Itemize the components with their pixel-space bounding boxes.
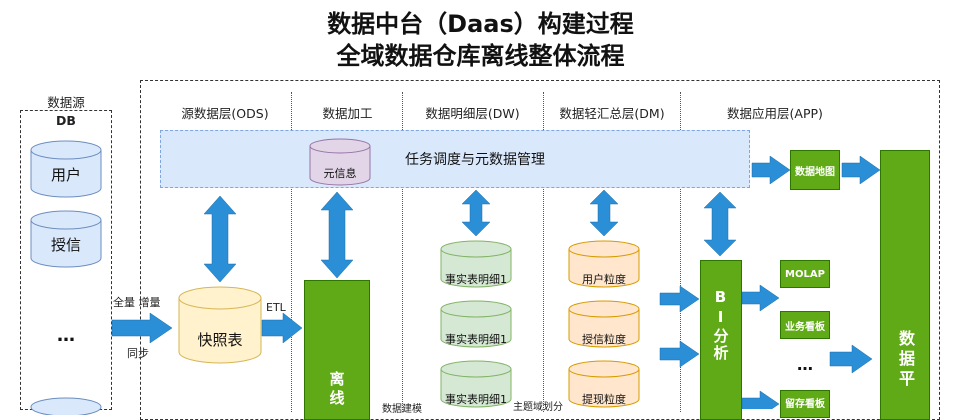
dw-item-label: 事实表明细1 (445, 273, 507, 286)
app-ellipsis: … (797, 355, 813, 374)
arrow-right-icon (841, 155, 881, 185)
molap-label: MOLAP (785, 268, 825, 280)
snapshot-cylinder: 快照表 (178, 286, 262, 364)
double-arrow-vertical-icon (461, 189, 491, 237)
diagram-title: 数据中台（Daas）构建过程 (327, 10, 634, 38)
dw-cylinder-shape (440, 360, 512, 408)
arrow-right-icon (659, 340, 700, 368)
source-db-label: DB (56, 113, 76, 128)
db-users-label: 用户 (50, 166, 81, 184)
layer-heading-dw: 数据明细层(DW) (425, 106, 520, 121)
arrow-right-icon (261, 312, 303, 344)
arrow-right-icon (741, 390, 780, 409)
diagram-subtitle: 全域数据仓库离线整体流程 (336, 42, 625, 70)
dw-item-label: 事实表明细1 (445, 333, 507, 346)
layer-heading-ods: 源数据层(ODS) (181, 106, 269, 121)
double-arrow-vertical-icon (203, 195, 237, 283)
double-arrow-vertical-icon (320, 191, 354, 279)
sync-type-label: 全量 增量 (113, 296, 161, 309)
db-cylinder-shape (30, 210, 102, 268)
meta-info-cylinder: 元信息 (309, 138, 371, 186)
snapshot-cylinder-shape (178, 286, 262, 364)
dm-item-label: 用户粒度 (582, 273, 626, 286)
dm-cylinder-3: 提现粒度 (568, 360, 640, 408)
bi-analysis-label: BI分析 (711, 288, 730, 362)
layer-heading-processing: 数据加工 (322, 106, 373, 121)
retention-dashboard-label: 留存看板 (785, 399, 825, 410)
subject-domain-label: 主题域划分 (513, 402, 563, 413)
arrow-right-icon (751, 155, 791, 185)
dw-cylinder-1: 事实表明细1 (440, 240, 512, 288)
data-platform-box: 数据平 (880, 150, 930, 420)
layer-divider (291, 92, 292, 412)
db-cylinder-shape (30, 140, 102, 198)
dm-item-label: 授信粒度 (582, 333, 626, 346)
db-ellipsis: … (57, 325, 75, 346)
db-credit-label: 授信 (50, 236, 81, 254)
layer-heading-dm: 数据轻汇总层(DM) (559, 106, 665, 121)
scheduling-metadata-band: 任务调度与元数据管理 (160, 130, 750, 188)
dm-cylinder-shape (568, 300, 640, 348)
scheduling-metadata-label: 任务调度与元数据管理 (405, 152, 545, 168)
double-arrow-vertical-icon (703, 191, 737, 257)
snapshot-label: 快照表 (197, 331, 243, 349)
layer-divider (402, 92, 403, 412)
dm-cylinder-shape (568, 360, 640, 408)
dm-cylinder-shape (568, 240, 640, 288)
dm-cylinder-2: 授信粒度 (568, 300, 640, 348)
arrow-right-icon (111, 312, 173, 344)
molap-box: MOLAP (780, 260, 830, 288)
arrow-right-icon (741, 284, 780, 312)
layer-heading-app: 数据应用层(APP) (727, 106, 823, 121)
meta-cylinder-shape (309, 138, 371, 186)
dw-cylinder-2: 事实表明细1 (440, 300, 512, 348)
arrow-right-icon (829, 344, 873, 374)
dw-cylinder-3: 事实表明细1 (440, 360, 512, 408)
layer-divider (680, 92, 681, 412)
offline-processing-box: 离线 (304, 280, 370, 420)
offline-label: 离线 (327, 371, 346, 409)
layer-divider (543, 92, 544, 412)
dm-cylinder-1: 用户粒度 (568, 240, 640, 288)
dashboard-label: 业务看板 (785, 321, 825, 333)
dashboard-box: 业务看板 (780, 311, 830, 339)
source-heading: 数据源 (47, 95, 85, 110)
sync-label: 同步 (127, 347, 149, 360)
bi-analysis-box: BI分析 (700, 260, 742, 420)
dw-item-label: 事实表明细1 (445, 393, 507, 406)
db-cylinder-credit: 授信 (30, 210, 102, 268)
data-platform-label: 数据平 (896, 330, 915, 390)
dw-cylinder-shape (440, 300, 512, 348)
dw-cylinder-shape (440, 240, 512, 288)
meta-info-label: 元信息 (323, 167, 357, 180)
data-map-label: 数据地图 (795, 166, 835, 178)
db-cylinder-users: 用户 (30, 140, 102, 198)
data-map-box: 数据地图 (790, 150, 840, 190)
double-arrow-vertical-icon (589, 189, 619, 237)
arrow-layer (111, 155, 881, 409)
dm-item-label: 提现粒度 (582, 393, 626, 406)
etl-label: ETL (266, 301, 286, 314)
arrow-right-icon (659, 285, 700, 313)
